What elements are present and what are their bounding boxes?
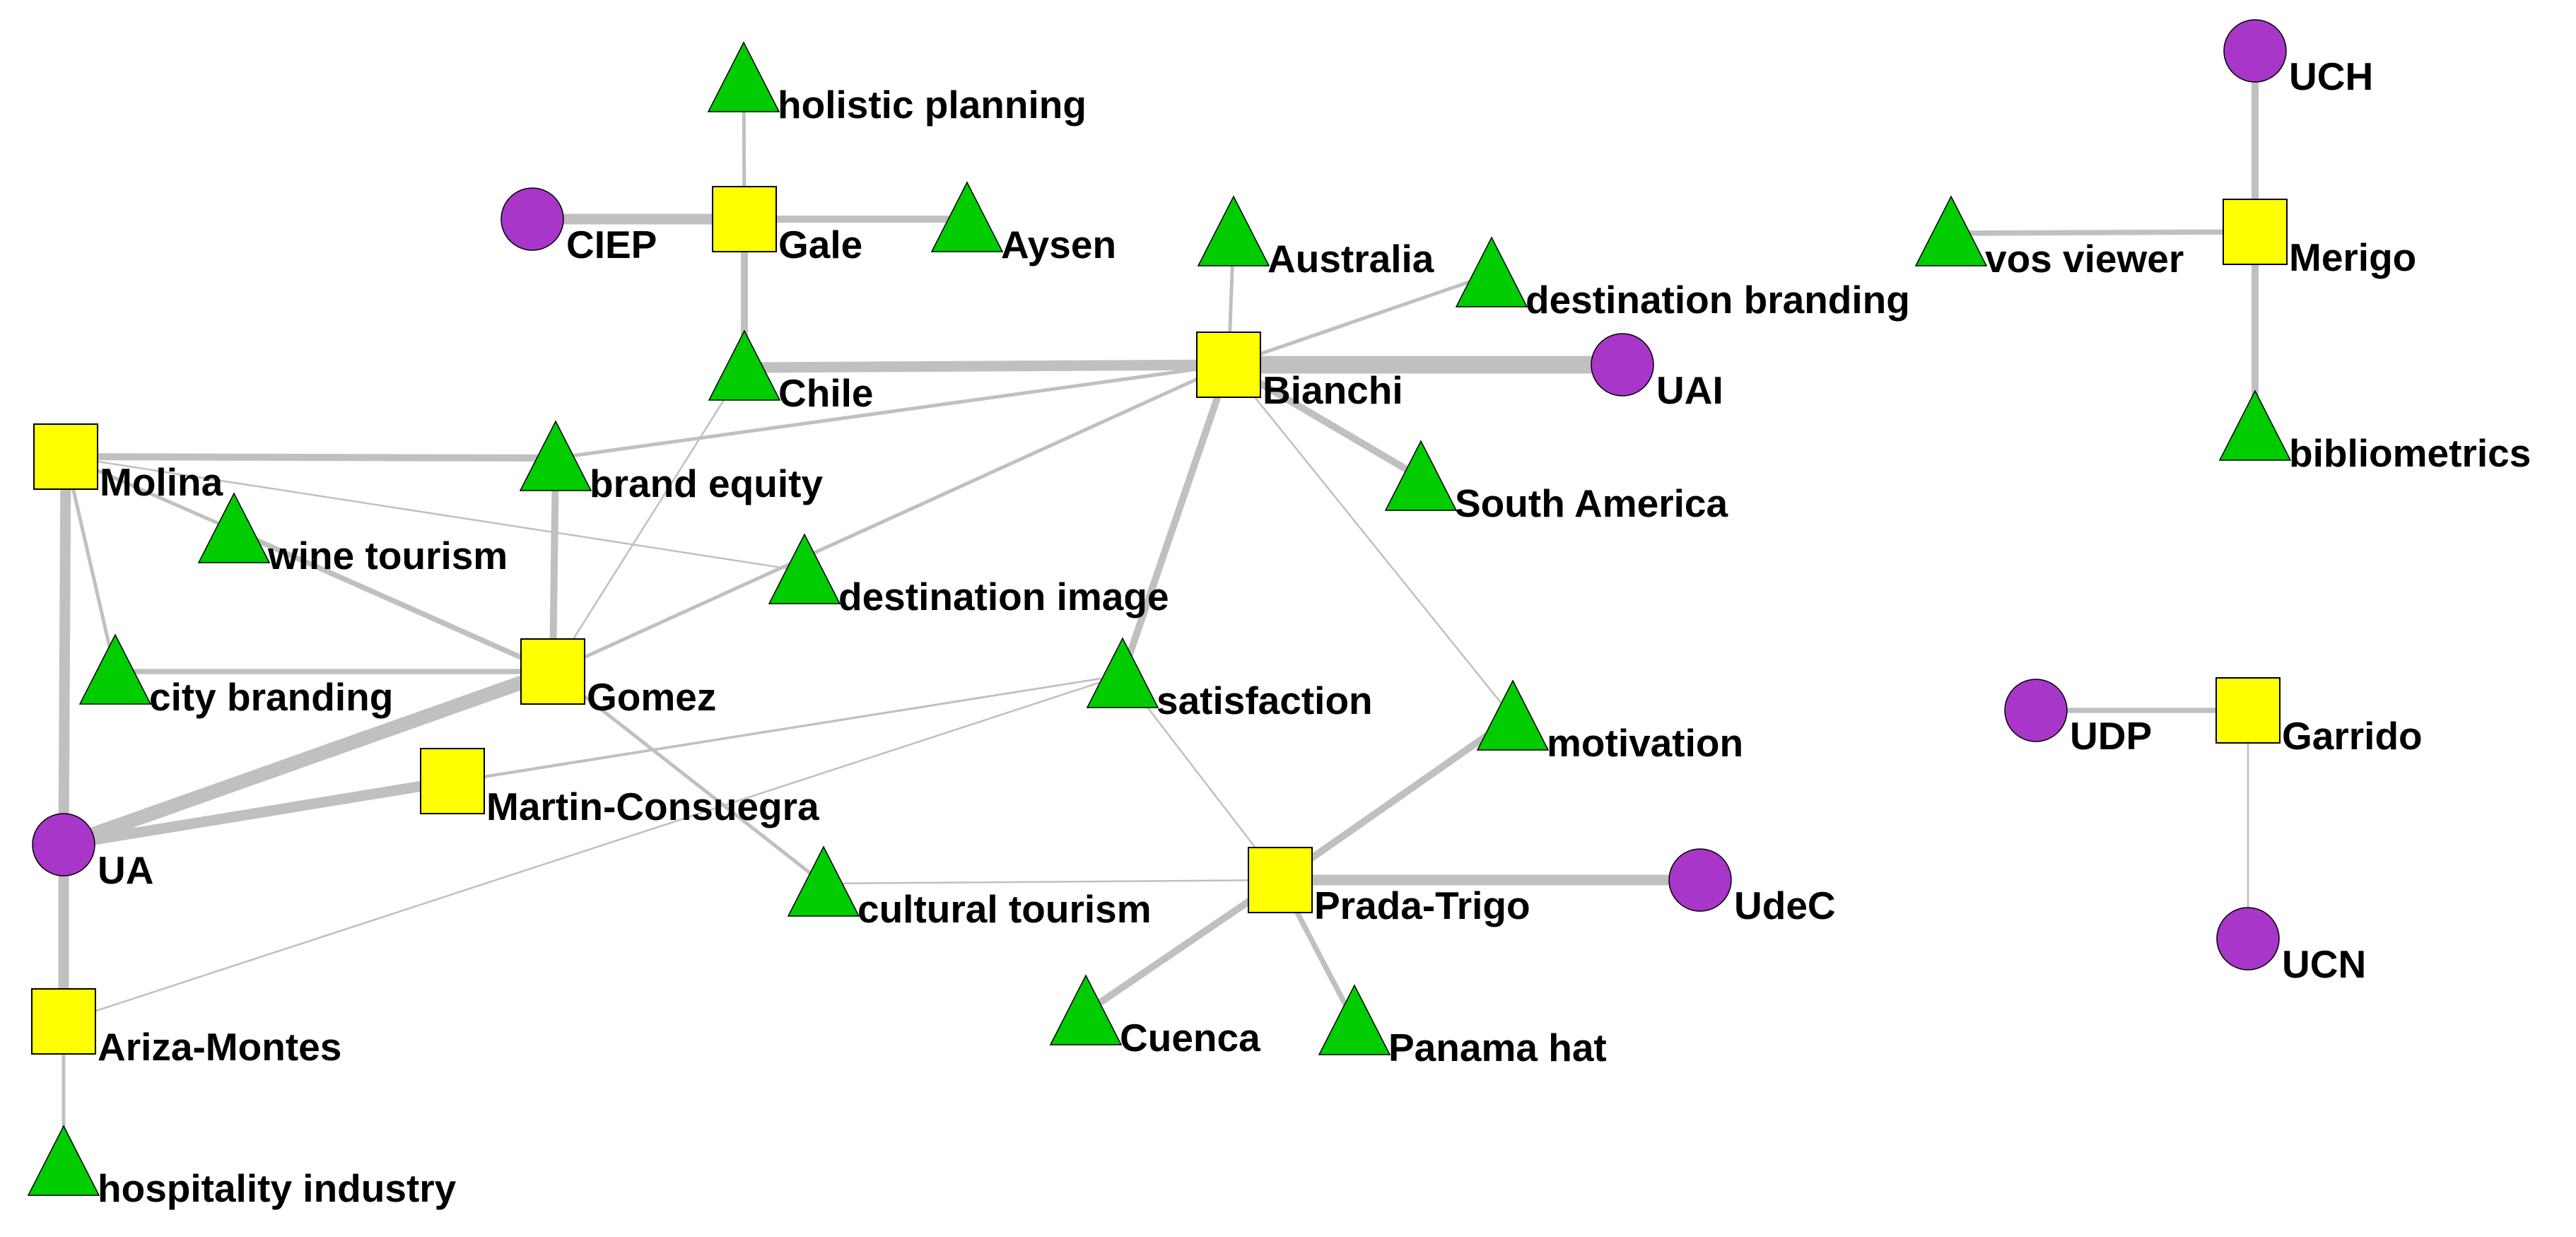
node-keyword-brand-equity[interactable] xyxy=(519,420,592,491)
node-keyword-vos-viewer[interactable] xyxy=(1914,195,1988,266)
node-label-motivation: motivation xyxy=(1547,721,1743,765)
node-label-wine-tourism: wine tourism xyxy=(267,534,508,578)
node-keyword-motivation[interactable] xyxy=(1476,679,1550,751)
node-keyword-chile[interactable] xyxy=(708,329,781,401)
edge-gomez-cultural_tourism xyxy=(551,669,826,886)
node-institution-udec[interactable] xyxy=(1668,848,1732,912)
node-author-bianchi[interactable] xyxy=(1196,332,1261,398)
edge-molina-destination_image xyxy=(64,455,806,573)
node-label-ua: UA xyxy=(98,848,153,892)
node-label-bianchi: Bianchi xyxy=(1263,368,1403,412)
node-label-south-america: South America xyxy=(1455,481,1728,525)
edge-prada_trigo-motivation xyxy=(1277,714,1516,884)
edge-bianchi-motivation xyxy=(1227,363,1514,719)
node-label-satisfaction: satisfaction xyxy=(1157,679,1373,722)
node-keyword-cuenca[interactable] xyxy=(1049,974,1123,1045)
edge-bianchi-satisfaction xyxy=(1119,361,1232,679)
node-keyword-wine-tourism[interactable] xyxy=(197,492,271,563)
node-label-brand-equity: brand equity xyxy=(590,462,823,505)
node-keyword-holistic-planning[interactable] xyxy=(707,41,780,112)
node-label-aysen: Aysen xyxy=(1001,223,1116,266)
node-label-gale: Gale xyxy=(778,223,862,266)
node-institution-uai[interactable] xyxy=(1591,333,1654,397)
node-label-uch: UCH xyxy=(2289,54,2373,98)
node-label-australia: Australia xyxy=(1267,237,1434,281)
node-label-destination-branding: destination branding xyxy=(1526,278,1910,322)
node-label-holistic-planning: holistic planning xyxy=(778,83,1087,127)
node-institution-ciep[interactable] xyxy=(500,187,564,251)
edge-ariza_montes-satisfaction xyxy=(62,674,1124,1023)
node-label-ucn: UCN xyxy=(2282,942,2366,986)
node-keyword-south-america[interactable] xyxy=(1384,440,1458,511)
node-label-molina: Molina xyxy=(100,460,223,504)
node-label-udec: UdeC xyxy=(1734,884,1836,927)
node-author-prada-trigo[interactable] xyxy=(1248,847,1313,913)
node-keyword-panama-hat[interactable] xyxy=(1318,984,1391,1055)
node-keyword-hospitality-industry[interactable] xyxy=(27,1125,100,1196)
edge-gomez-ua xyxy=(57,664,560,852)
edge-bianchi-brand_equity xyxy=(554,363,1231,460)
node-author-garrido[interactable] xyxy=(2215,677,2281,744)
edge-bianchi-gomez xyxy=(551,363,1231,674)
node-label-ciep: CIEP xyxy=(566,223,657,266)
edge-bianchi-chile xyxy=(739,359,1234,373)
node-author-gomez[interactable] xyxy=(520,638,585,705)
node-keyword-cultural-tourism[interactable] xyxy=(787,845,860,917)
node-keyword-aysen[interactable] xyxy=(930,181,1004,252)
node-label-vos-viewer: vos viewer xyxy=(1985,237,2184,281)
edge-bianchi-destination_branding xyxy=(1226,272,1494,367)
edge-ua-satisfaction xyxy=(62,674,1124,846)
edge-prada_trigo-satisfaction xyxy=(1121,674,1282,881)
node-layer xyxy=(27,19,2292,1196)
node-keyword-australia[interactable] xyxy=(1197,195,1270,266)
node-label-panama-hat: Panama hat xyxy=(1388,1026,1607,1069)
edge-gomez-brand_equity xyxy=(549,455,559,675)
node-label-city-branding: city branding xyxy=(149,675,393,719)
node-label-garrido: Garrido xyxy=(2282,714,2423,758)
edge-prada_trigo-cultural_tourism xyxy=(822,879,1282,885)
node-author-molina[interactable] xyxy=(33,423,98,490)
node-label-merigo: Merigo xyxy=(2289,235,2416,279)
node-keyword-destination-branding[interactable] xyxy=(1455,236,1528,307)
node-keyword-bibliometrics[interactable] xyxy=(2218,389,2292,461)
edge-gomez-chile xyxy=(551,366,746,673)
node-keyword-destination-image[interactable] xyxy=(768,533,841,604)
node-label-ariza-montes: Ariza-Montes xyxy=(98,1025,341,1069)
edge-molina-brand_equity xyxy=(62,453,559,462)
node-author-martin-consuegra[interactable] xyxy=(420,748,485,814)
node-institution-ua[interactable] xyxy=(32,813,95,877)
node-institution-ucn[interactable] xyxy=(2216,907,2280,971)
node-label-martin-consuegra: Martin-Consuegra xyxy=(486,785,819,828)
node-label-prada-trigo: Prada-Trigo xyxy=(1314,884,1530,927)
node-author-gale[interactable] xyxy=(712,186,777,252)
node-label-cuenca: Cuenca xyxy=(1120,1016,1260,1060)
edge-molina-city_branding xyxy=(64,455,117,674)
node-label-uai: UAI xyxy=(1656,368,1723,412)
node-label-chile: Chile xyxy=(778,371,873,415)
node-keyword-satisfaction[interactable] xyxy=(1086,637,1159,708)
node-author-ariza-montes[interactable] xyxy=(31,988,96,1055)
node-label-udp: UDP xyxy=(2070,714,2152,758)
edge-molina-ua xyxy=(58,451,71,850)
edge-gomez-wine_tourism xyxy=(231,527,556,674)
node-label-bibliometrics: bibliometrics xyxy=(2289,431,2531,475)
node-label-gomez: Gomez xyxy=(587,675,716,719)
node-label-hospitality-industry: hospitality industry xyxy=(98,1166,457,1210)
edge-merigo-vos_viewer xyxy=(1948,229,2258,236)
node-label-cultural-tourism: cultural tourism xyxy=(857,887,1152,931)
node-institution-uch[interactable] xyxy=(2223,19,2287,83)
node-label-destination-image: destination image xyxy=(838,575,1169,618)
node-author-merigo[interactable] xyxy=(2223,199,2288,265)
node-institution-udp[interactable] xyxy=(2004,679,2068,742)
node-keyword-city-branding[interactable] xyxy=(78,633,152,705)
